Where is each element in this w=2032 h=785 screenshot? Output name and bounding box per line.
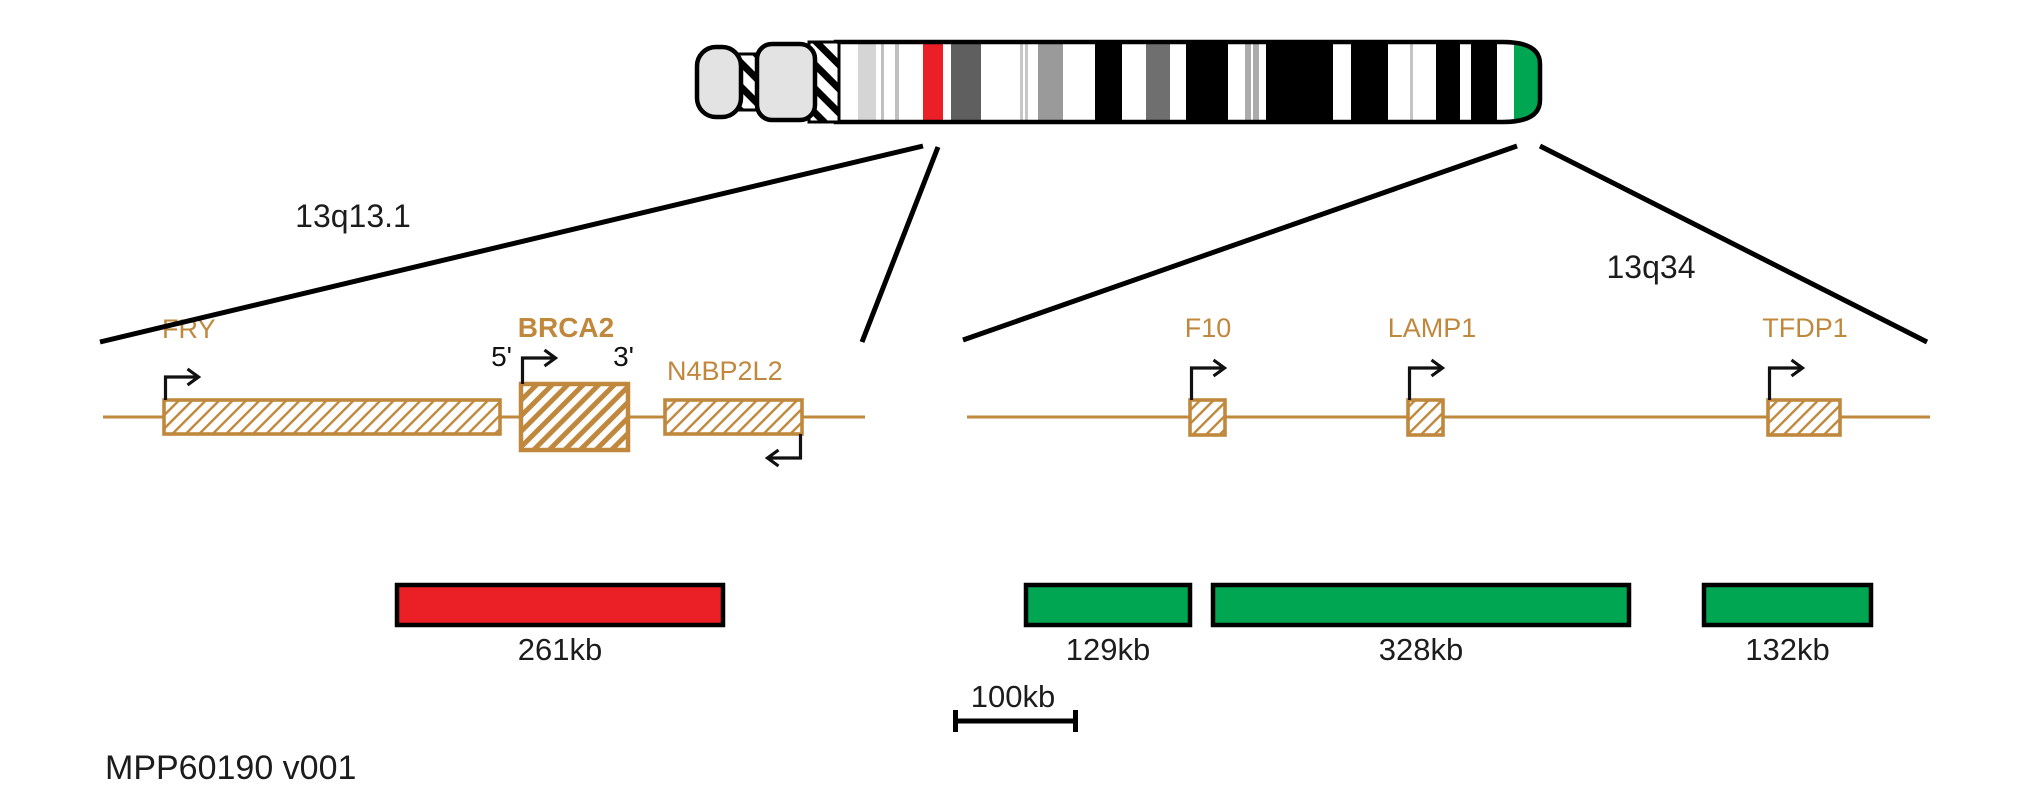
scale-bar-label: 100kb — [971, 679, 1055, 714]
chromosome-satellite — [694, 44, 744, 120]
gene-label-brca2: BRCA2 — [518, 312, 614, 343]
callout-line — [1538, 143, 1929, 345]
gene-label-n4bp2l2: N4BP2L2 — [667, 356, 783, 386]
gene-box-f10 — [1188, 398, 1227, 437]
three-prime-label: 3' — [613, 341, 634, 372]
promoter-arrow-forward-icon — [163, 367, 202, 400]
size-bar-label: 129kb — [1066, 632, 1150, 667]
chromosome-band — [1471, 42, 1497, 122]
size-bar-328kb — [1210, 582, 1632, 628]
promoter-arrow-forward-icon — [1767, 358, 1806, 400]
five-prime-label: 5' — [491, 341, 512, 372]
size-bar-132kb — [1701, 582, 1874, 628]
chromosome-band — [895, 42, 899, 122]
chromosome-band — [1253, 42, 1259, 122]
chromosome-band — [923, 42, 943, 122]
chromosome-band — [1410, 42, 1413, 122]
chromosome-band — [858, 42, 876, 122]
cytoband-label: 13q34 — [1607, 249, 1696, 285]
chromosome-band — [1038, 42, 1063, 122]
promoter-arrow-forward-icon — [520, 348, 559, 384]
chromosome-arm-outline — [833, 39, 1543, 125]
size-bar-label: 328kb — [1379, 632, 1463, 667]
gene-box-fry — [162, 398, 502, 436]
size-bar-261kb — [394, 582, 726, 628]
size-bars: 261kb 129kb 328kb 132kb — [394, 582, 1874, 667]
chromosome-band — [1186, 42, 1228, 122]
chromosome-band — [1020, 42, 1023, 122]
promoter-arrow-forward-icon — [1407, 358, 1446, 400]
chromosome-ideogram — [694, 39, 1543, 125]
callout-lines — [99, 143, 1929, 345]
promoter-arrow-reverse-icon — [764, 434, 803, 468]
callout-line — [99, 143, 924, 345]
chromosome-band — [1025, 42, 1028, 122]
chromosome-band — [1351, 42, 1388, 122]
gene-box-n4bp2l2 — [663, 398, 804, 436]
chromosome-band — [1266, 42, 1333, 122]
chromosome-band — [1436, 42, 1460, 122]
gene-box-tfdp1 — [1766, 398, 1842, 437]
gene-box-lamp1 — [1406, 398, 1445, 437]
callout-line — [859, 146, 941, 343]
cytoband-label: 13q13.1 — [295, 198, 411, 234]
size-bar-label: 132kb — [1745, 632, 1829, 667]
gene-box-brca2 — [518, 381, 631, 453]
chromosome-p-block — [754, 41, 818, 123]
chromosome-bands — [858, 42, 1540, 122]
promoter-arrow-forward-icon — [1189, 358, 1228, 400]
gene-label-tfdp1: TFDP1 — [1762, 313, 1848, 343]
chromosome-band — [1245, 42, 1251, 122]
figure-id-label: MPP60190 v001 — [105, 749, 356, 785]
chromosome-band — [1095, 42, 1122, 122]
callout-line — [962, 143, 1518, 343]
chromosome-band — [951, 42, 981, 122]
chromosome-band — [1146, 42, 1170, 122]
gene-label-lamp1: LAMP1 — [1388, 313, 1477, 343]
gene-label-f10: F10 — [1185, 313, 1232, 343]
size-bar-129kb — [1023, 582, 1193, 628]
chromosome-band — [881, 42, 884, 122]
scale-bar: 100kb — [953, 679, 1078, 732]
size-bar-label: 261kb — [518, 632, 602, 667]
